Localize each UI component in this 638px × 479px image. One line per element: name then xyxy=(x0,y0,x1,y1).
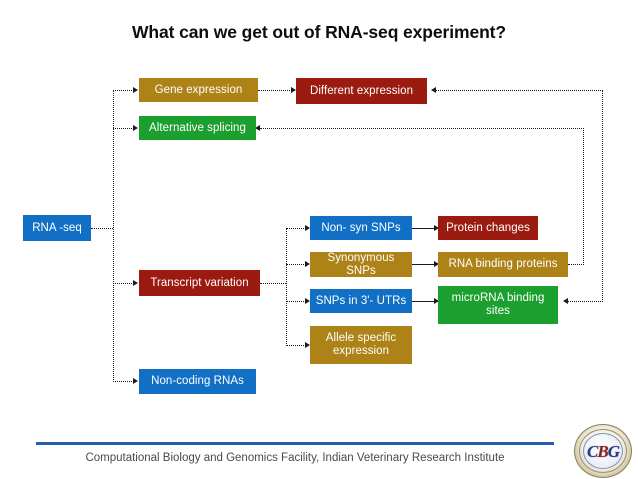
snp-spine xyxy=(286,228,287,346)
left-spine xyxy=(113,90,114,382)
arrowhead-non-coding-rnas xyxy=(133,377,138,384)
arrowhead-synonymous-snps xyxy=(305,260,310,267)
edge-snps3utr-to-microrna-sites xyxy=(412,301,436,302)
footer-divider xyxy=(36,442,554,445)
arrowhead-gene-expression xyxy=(133,86,138,93)
edge-gene-to-different-expression xyxy=(258,90,292,91)
arrowhead-different-expression xyxy=(291,86,296,93)
node-synonymous-snps-label: Synonymous SNPs xyxy=(327,251,395,277)
cbg-logo-letters: CBG xyxy=(587,441,620,461)
node-rna-binding-proteins-label: RNA binding proteins xyxy=(448,258,558,270)
edge-spine-to-alternative-splicing xyxy=(113,128,134,129)
cbg-logo-icon: CBG xyxy=(574,424,632,478)
node-protein-changes[interactable]: Protein changes xyxy=(438,216,538,240)
cbg-logo-letter-g: G xyxy=(607,441,620,461)
edge-synonymous-to-rna-binding-proteins xyxy=(412,264,436,265)
node-microrna-binding-sites[interactable]: microRNA binding sites xyxy=(438,286,558,324)
node-different-expression[interactable]: Different expression xyxy=(296,78,427,104)
arrowhead-snps-3utr xyxy=(305,297,310,304)
arrowhead-different-expression-feedback xyxy=(431,86,436,93)
node-non-coding-rnas-label: Non-coding RNAs xyxy=(151,375,244,387)
node-non-coding-rnas[interactable]: Non-coding RNAs xyxy=(139,369,256,394)
arrowhead-microrna-sites xyxy=(434,297,439,304)
edge-transcript-variation-to-snp-spine xyxy=(260,283,286,284)
arrowhead-microrna-feedback xyxy=(563,297,568,304)
edge-snpspine-to-synonymous-snps xyxy=(286,264,306,265)
node-alternative-splicing[interactable]: Alternative splicing xyxy=(139,116,256,140)
cbg-logo-letter-b: B xyxy=(597,441,608,461)
node-non-syn-snps-label: Non- syn SNPs xyxy=(321,221,401,234)
arrowhead-allele-specific xyxy=(305,341,310,348)
cbg-logo-outer-ring xyxy=(579,429,627,473)
node-alternative-splicing-label: Alternative splicing xyxy=(149,121,246,134)
edge-snpspine-to-snps-3utr xyxy=(286,301,306,302)
node-snps-3utr-label: SNPs in 3'- UTRs xyxy=(315,294,407,307)
edge-snpspine-to-non-syn-snps xyxy=(286,228,306,229)
node-allele-specific-expression-label: Allele specific expression xyxy=(325,332,397,357)
edge-spine-to-non-coding-rnas xyxy=(113,381,134,382)
edge-snpspine-to-allele-specific xyxy=(286,345,306,346)
node-non-syn-snps[interactable]: Non- syn SNPs xyxy=(310,216,412,240)
node-transcript-variation[interactable]: Transcript variation xyxy=(139,270,260,296)
arrowhead-alternative-splicing-feedback xyxy=(255,124,260,131)
node-protein-changes-label: Protein changes xyxy=(446,221,530,234)
node-rna-seq[interactable]: RNA -seq xyxy=(23,215,91,241)
edge-nonsyn-to-protein-changes xyxy=(412,228,436,229)
edge-rnaseq-to-spine xyxy=(91,228,113,229)
node-microrna-binding-sites-label: microRNA binding sites xyxy=(451,292,545,317)
node-transcript-variation-label: Transcript variation xyxy=(150,276,249,289)
slide-title: What can we get out of RNA-seq experimen… xyxy=(131,22,507,42)
feedback-inner-spine xyxy=(583,128,584,265)
cbg-logo-letter-c: C xyxy=(587,441,598,461)
edge-feedback-inner-top xyxy=(260,128,584,129)
footer-caption: Computational Biology and Genomics Facil… xyxy=(85,452,505,464)
arrowhead-rna-binding-proteins xyxy=(434,260,439,267)
edge-spine-to-gene-expression xyxy=(113,90,134,91)
node-different-expression-label: Different expression xyxy=(309,84,414,97)
arrowhead-transcript-variation xyxy=(133,279,138,286)
arrowhead-non-syn-snps xyxy=(305,224,310,231)
node-gene-expression[interactable]: Gene expression xyxy=(139,78,258,102)
feedback-outer-spine xyxy=(602,90,603,302)
arrowhead-alternative-splicing xyxy=(133,124,138,131)
edge-rnabinding-feedback-h-right xyxy=(568,264,584,265)
edge-microrna-feedback-h-right xyxy=(568,301,603,302)
node-rna-binding-proteins[interactable]: RNA binding proteins xyxy=(438,252,568,277)
arrowhead-protein-changes xyxy=(434,224,439,231)
edge-spine-to-transcript-variation xyxy=(113,283,134,284)
node-synonymous-snps[interactable]: Synonymous SNPs xyxy=(310,252,412,277)
node-snps-3utr[interactable]: SNPs in 3'- UTRs xyxy=(310,289,412,313)
node-allele-specific-expression[interactable]: Allele specific expression xyxy=(310,326,412,364)
node-rna-seq-label: RNA -seq xyxy=(32,221,82,234)
node-gene-expression-label: Gene expression xyxy=(154,83,243,96)
cbg-logo-inner-disc xyxy=(583,433,623,469)
edge-feedback-outer-top xyxy=(436,90,603,91)
